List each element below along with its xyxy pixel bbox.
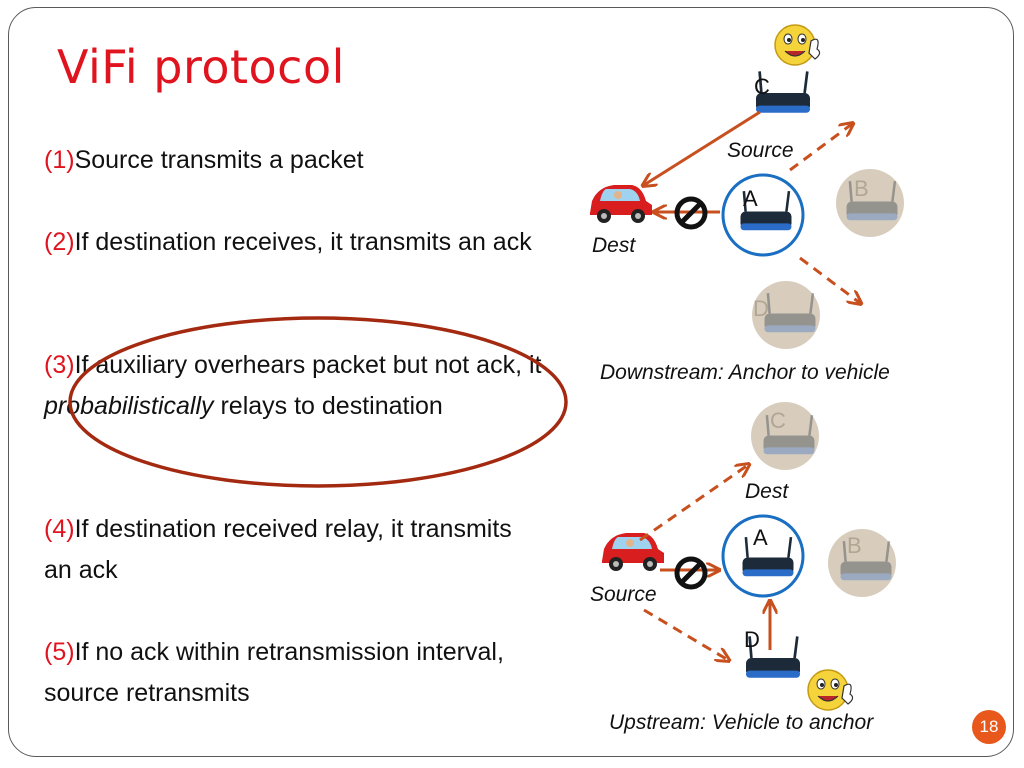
step-5: (5)If no ack within retransmission inter… — [44, 632, 534, 714]
upstream-diagram — [602, 402, 896, 711]
node-label-b: B — [847, 533, 862, 558]
router-icon — [741, 535, 795, 578]
slide-frame — [8, 7, 1014, 757]
node-label-a: A — [753, 525, 768, 550]
step-number: (2) — [44, 228, 75, 256]
arrow-dashed-upper — [789, 124, 852, 172]
node-label-c: C — [754, 74, 770, 99]
anchor-circle — [721, 173, 805, 257]
no-sign-icon — [677, 559, 705, 587]
step-number: (3) — [44, 351, 75, 379]
arrow-dashed-lower — [643, 608, 728, 660]
downstream-dest-label: Dest — [592, 234, 636, 257]
car-icon — [602, 533, 664, 571]
upstream-dest-label: Dest — [745, 480, 789, 503]
anchor-circle — [721, 514, 805, 598]
step-number: (4) — [44, 515, 75, 543]
node-label-b: B — [854, 176, 869, 201]
step-text: If destination received relay, it transm… — [44, 515, 512, 584]
node-label-d: D — [753, 296, 769, 321]
upstream-source-label: Source — [590, 583, 657, 606]
node-label-c: C — [770, 408, 786, 433]
node-label-a: A — [743, 186, 758, 211]
car-icon — [590, 185, 652, 223]
downstream-source-label: Source — [727, 139, 794, 162]
step-1: (1)Source transmits a packet — [44, 140, 574, 181]
arrow-source-to-dest — [644, 110, 761, 185]
arrow-dashed-lower — [799, 256, 860, 303]
downstream-caption: Downstream: Anchor to vehicle — [600, 361, 890, 384]
step-2: (2)If destination receives, it transmits… — [44, 222, 574, 263]
downstream-diagram — [590, 24, 904, 349]
arrow-dashed-upper — [639, 465, 748, 542]
step-text: If no ack within retransmission interval… — [44, 638, 504, 707]
step-text: If auxiliary overhears packet but not ac… — [74, 351, 542, 379]
smiley-icon — [774, 24, 821, 66]
step-text: If destination receives, it transmits an… — [74, 228, 532, 256]
step-number: (1) — [44, 146, 75, 174]
step-text: Source transmits a packet — [74, 146, 364, 174]
upstream-caption: Upstream: Vehicle to anchor — [609, 711, 874, 734]
smiley-icon — [807, 669, 854, 711]
highlight-ellipse — [68, 316, 568, 488]
step-4: (4)If destination received relay, it tra… — [44, 509, 534, 591]
page-number-badge: 18 — [972, 710, 1006, 744]
step-text-end: relays to destination — [213, 392, 443, 420]
node-label-d: D — [744, 627, 760, 652]
step-number: (5) — [44, 638, 75, 666]
slide-title: ViFi protocol — [57, 40, 345, 94]
